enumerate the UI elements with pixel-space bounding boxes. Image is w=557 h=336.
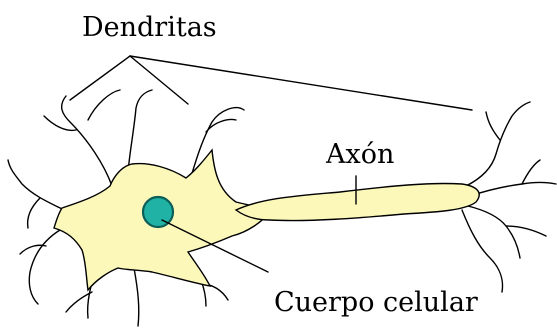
label-cell-body: Cuerpo celular <box>274 287 478 318</box>
dendrites-leader-right <box>130 56 472 110</box>
label-dendrites: Dendritas <box>82 12 217 43</box>
axon-shape <box>236 183 479 220</box>
dendrites-leader-left <box>70 56 130 100</box>
label-axon: Axón <box>325 139 394 170</box>
